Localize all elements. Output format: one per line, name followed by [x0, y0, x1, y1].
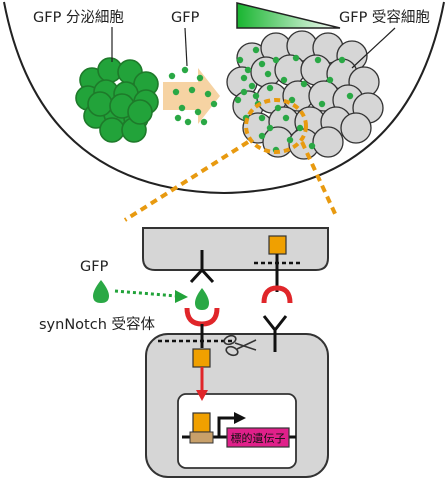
gfp-dot: [204, 90, 212, 98]
bound-gfp-dot: [308, 142, 316, 150]
culture-dish-outline: [3, 1, 445, 195]
gfp-dot: [196, 74, 204, 82]
open-receptor-arc-right: [261, 285, 293, 304]
bound-gfp-dot: [240, 88, 248, 96]
bound-gfp-dot: [258, 132, 266, 140]
gfp-dot: [168, 72, 176, 80]
gfp-dot: [178, 104, 186, 112]
bound-gfp-dot: [300, 80, 308, 88]
zoom-line-left: [123, 140, 250, 222]
gfp-diffusion-arrow: [114, 289, 178, 298]
free-gfp-drop-icon: [93, 280, 109, 303]
gfp-dot: [172, 88, 180, 96]
transcription-factor-domain: [192, 412, 211, 433]
gfp-dot: [184, 118, 192, 126]
bound-gfp-dot: [264, 70, 272, 78]
bound-gfp-dot: [248, 82, 256, 90]
bound-gfp-dot: [346, 92, 354, 100]
bound-gfp-dot: [266, 124, 274, 132]
bound-gfp-dot: [244, 66, 252, 74]
bound-gfp-dot: [282, 114, 290, 122]
transcription-arrow-icon: [217, 416, 236, 437]
transcription-arrow-head: [234, 412, 246, 424]
free-gfp-molecules: [168, 66, 218, 126]
bound-gfp-dot: [292, 54, 300, 62]
bound-gfp-dot: [314, 56, 322, 64]
gfp-dot: [210, 100, 218, 108]
bound-gfp-dot: [286, 136, 294, 144]
label-receiver-cells: GFP 受容細胞: [339, 9, 430, 26]
bound-gfp-dot: [252, 92, 260, 100]
secretion-arrow: [163, 68, 220, 124]
gfp-dot: [200, 118, 208, 126]
gfp-dot: [194, 108, 202, 116]
gfp-dot: [188, 86, 196, 94]
bound-gfp-dot: [252, 46, 260, 54]
scissors-icon: [223, 334, 257, 357]
secreting-cell: [87, 91, 113, 117]
label-gfp-left: GFP: [80, 259, 109, 275]
bound-gfp-drop-icon: [195, 288, 209, 310]
receiver-cell: [312, 126, 344, 158]
label-gfp-top: GFP: [171, 10, 200, 26]
zoom-highlight-circle: [244, 98, 308, 154]
target-gene-label: 標的遺伝子: [231, 431, 286, 445]
bound-gfp-dot: [258, 114, 266, 122]
bound-gfp-dot: [240, 74, 248, 82]
label-secreting-cells: GFP 分泌細胞: [33, 9, 124, 26]
pointer-line-receiver: [351, 27, 396, 69]
pointer-line-gfp: [184, 27, 188, 67]
bound-gfp-dot: [266, 84, 274, 92]
bound-gfp-dot: [234, 96, 242, 104]
target-gene-box: [226, 427, 290, 448]
sender-cell-body: [142, 227, 329, 271]
translocation-arrow-head: [196, 390, 208, 401]
bound-gfp-dot: [318, 100, 326, 108]
bound-gfp-dot: [236, 56, 244, 64]
gfp-diffusion-arrow-head: [175, 290, 188, 303]
bound-gfp-dot: [296, 124, 304, 132]
zoom-line-right: [300, 141, 339, 219]
promoter-element: [189, 431, 214, 444]
bound-gfp-dot: [338, 56, 346, 64]
label-receptor: synNotch 受容体: [39, 316, 155, 333]
secreting-cell: [99, 117, 125, 143]
gfp-secreting-cell-cluster: [75, 57, 159, 143]
bound-gfp-dot: [274, 104, 282, 112]
ligand-y-arms: [189, 267, 215, 284]
sender-intracellular-domain: [268, 235, 287, 255]
receiver-cell: [340, 112, 372, 144]
receptor-binding-cup: [184, 307, 220, 327]
cleaved-intracellular-domain: [192, 348, 211, 368]
bound-gfp-dot: [326, 76, 334, 84]
bound-gfp-dot: [280, 76, 288, 84]
bound-gfp-dot: [272, 56, 280, 64]
gfp-gradient-indicator: [236, 2, 341, 29]
bound-gfp-dot: [258, 60, 266, 68]
unbound-receptor-y-arms: [262, 315, 288, 333]
gfp-dot: [181, 66, 189, 74]
secreting-cell: [127, 99, 153, 125]
gfp-dot: [174, 114, 182, 122]
